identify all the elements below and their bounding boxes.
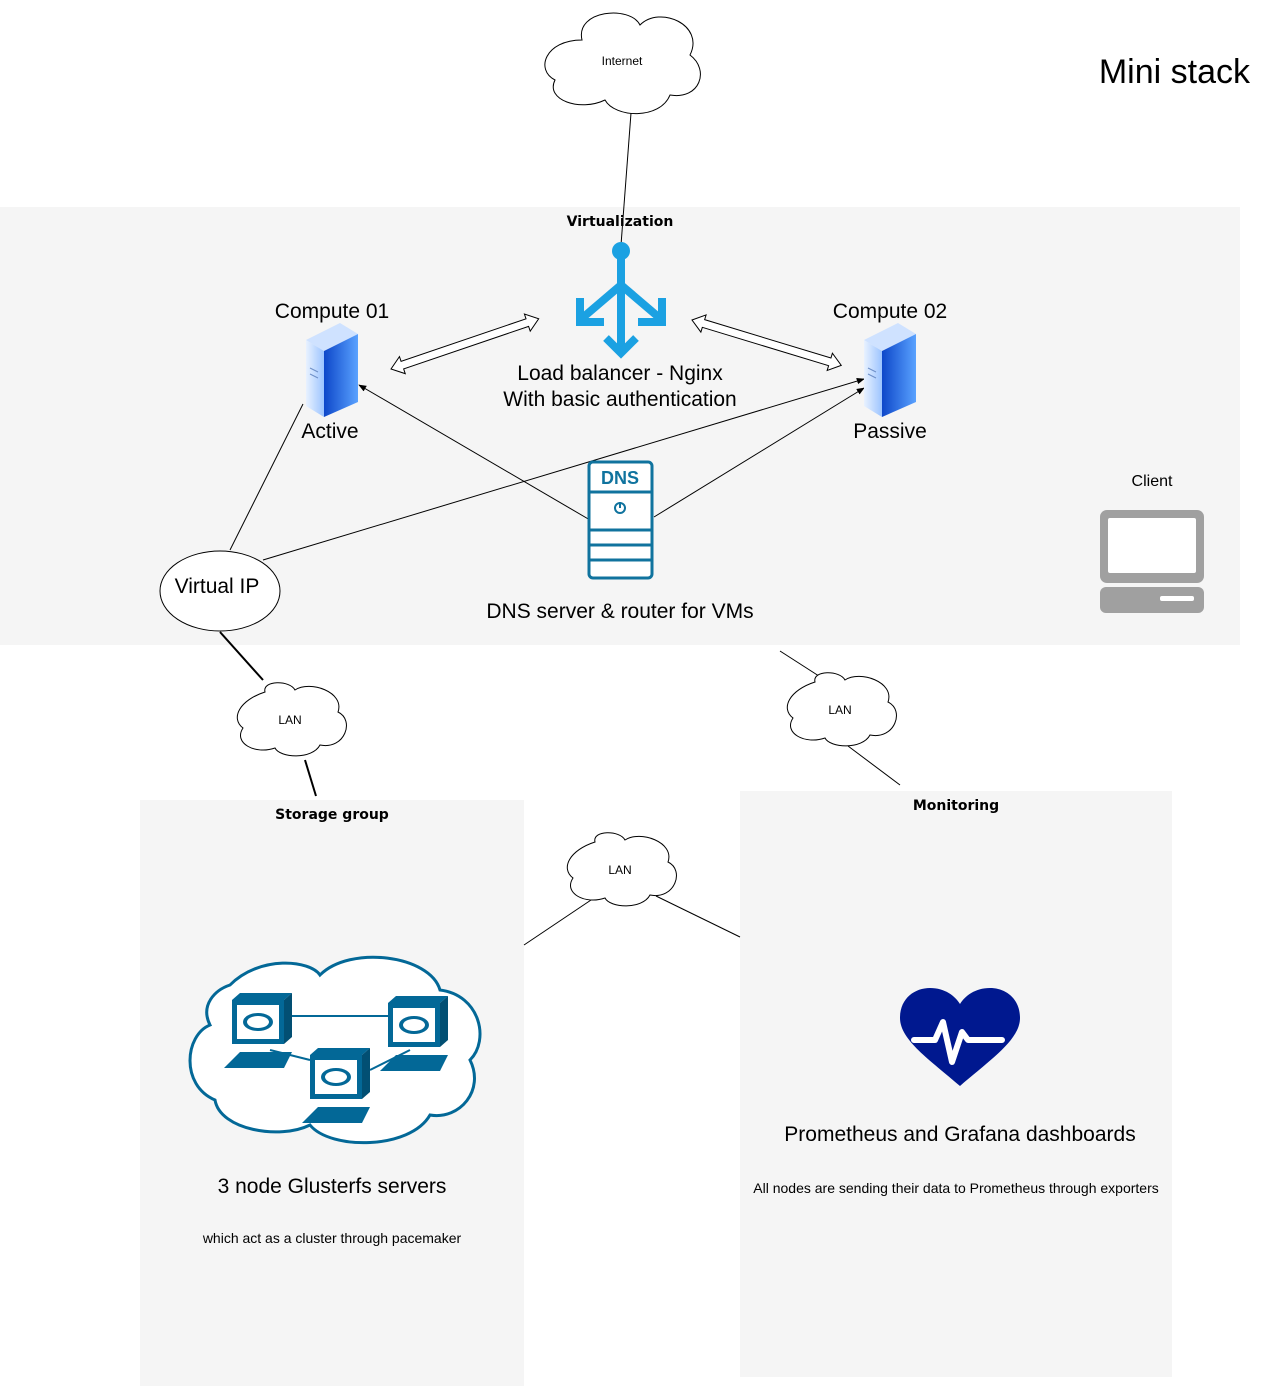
vip-to-lan-line xyxy=(219,631,264,681)
monitoring-group xyxy=(740,791,1172,1377)
lan-label-storage: LAN xyxy=(278,713,301,727)
virtualization-title: Virtualization xyxy=(567,214,674,230)
storage-sub-label: which act as a cluster through pacemaker xyxy=(202,1230,462,1246)
storage-group-title: Storage group xyxy=(275,807,389,823)
internet-label: Internet xyxy=(602,54,643,68)
monitoring-title: Monitoring xyxy=(913,798,999,814)
load-balancer-label-line1: Load balancer - Nginx xyxy=(517,362,723,385)
connections xyxy=(219,112,901,946)
compute02-role: Passive xyxy=(853,420,927,443)
load-balancer-label-line2: With basic authentication xyxy=(503,388,736,411)
client-label: Client xyxy=(1132,473,1173,490)
load-balancer-icon xyxy=(576,242,666,359)
dns-icon-text: DNS xyxy=(601,468,639,488)
vip-to-compute02-line xyxy=(262,378,865,561)
monitoring-main-label: Prometheus and Grafana dashboards xyxy=(784,1123,1135,1146)
loadbalancer-compute02-arrow xyxy=(691,314,843,372)
storage-main-label: 3 node Glusterfs servers xyxy=(218,1175,447,1198)
dns-to-compute02-arrow xyxy=(653,387,865,518)
gluster-node-2-icon xyxy=(380,996,448,1071)
heartbeat-icon xyxy=(900,988,1020,1086)
internet-cloud xyxy=(544,12,701,115)
compute02-server-icon xyxy=(864,323,916,417)
lan-cloud-monitoring xyxy=(786,672,897,747)
vip-to-compute01-line xyxy=(229,403,304,551)
monitoring-sub-label: All nodes are sending their data to Prom… xyxy=(753,1180,1158,1196)
lan-label-between-groups: LAN xyxy=(608,863,631,877)
lan-cloud-storage xyxy=(236,682,347,757)
compute01-title: Compute 01 xyxy=(275,300,389,323)
dns-to-compute01-arrow xyxy=(358,384,591,521)
glusterfs-cluster-icon xyxy=(188,955,482,1145)
compute01-loadbalancer-arrow xyxy=(390,313,540,375)
lan-to-monitoring-line-2 xyxy=(655,895,741,938)
lan-cloud-between-groups xyxy=(566,832,677,907)
compute01-role: Active xyxy=(301,420,358,443)
gluster-node-3-icon xyxy=(302,1048,370,1123)
virtual-ip-label: Virtual IP xyxy=(175,575,260,598)
lan-to-monitoring-line xyxy=(847,745,901,786)
compute02-title: Compute 02 xyxy=(833,300,947,323)
dns-label: DNS server & router for VMs xyxy=(486,600,753,623)
storage-to-lan-line xyxy=(523,895,598,946)
lan-to-storage-line xyxy=(304,759,317,797)
virt-to-lan-line xyxy=(779,650,823,679)
internet-to-loadbalancer-line xyxy=(620,112,632,246)
client-laptop-icon xyxy=(1100,510,1204,613)
virtual-ip-ellipse xyxy=(159,550,281,632)
dns-server-icon xyxy=(587,460,654,580)
compute01-server-icon xyxy=(306,323,358,417)
gluster-node-1-icon xyxy=(224,993,292,1068)
lan-label-monitoring: LAN xyxy=(828,703,851,717)
diagram-title: Mini stack xyxy=(1099,53,1251,91)
